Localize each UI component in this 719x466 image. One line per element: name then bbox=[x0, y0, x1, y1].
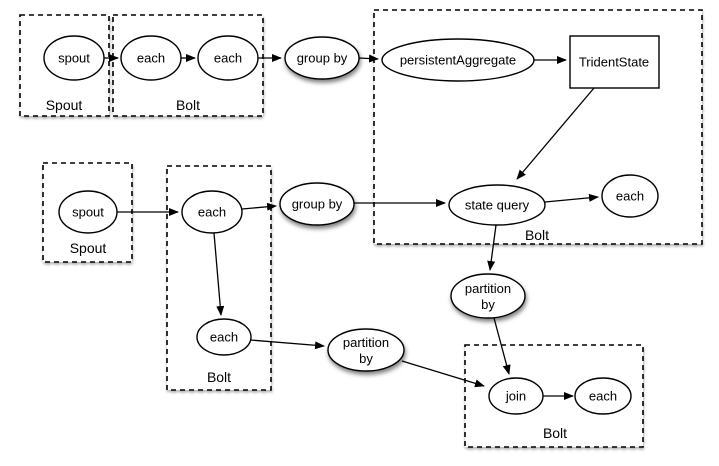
spout-1-label: spout bbox=[58, 51, 90, 66]
each-3-label: each bbox=[616, 189, 644, 204]
group-by-2-shape bbox=[279, 182, 355, 226]
each-4-shape bbox=[181, 190, 243, 234]
node-spout-2: spout bbox=[58, 190, 118, 234]
node-each-4: each bbox=[181, 190, 243, 234]
node-each-5: each bbox=[196, 318, 252, 356]
each-6-label: each bbox=[589, 389, 617, 404]
state-query-shape bbox=[448, 184, 546, 226]
edge-statequery-partitionby1 bbox=[487, 224, 497, 271]
group-by-2-label: group by bbox=[292, 197, 343, 212]
spout-group-2-label: Spout bbox=[70, 240, 107, 256]
each-1-shape bbox=[120, 35, 182, 81]
node-group-by-2: group by bbox=[279, 182, 355, 226]
each-5-shape bbox=[196, 318, 252, 356]
spout-1-shape bbox=[43, 35, 105, 81]
each-3-shape bbox=[601, 174, 659, 218]
node-state-query: state query bbox=[448, 184, 546, 226]
each-6-shape bbox=[574, 377, 632, 415]
group-by-1-shape bbox=[284, 36, 360, 80]
partition-by-2-label-line1: partition bbox=[343, 335, 389, 350]
partition-by-1-label-line2: by bbox=[481, 297, 495, 312]
partition-by-1-label-line1: partition bbox=[465, 281, 511, 296]
bolt-group-2-label: Bolt bbox=[525, 227, 549, 243]
trident-state-label: TridentState bbox=[579, 55, 649, 70]
persistent-aggregate-shape bbox=[381, 38, 535, 82]
edge-statequery-each3 bbox=[544, 193, 599, 203]
partition-by-2-label-line2: by bbox=[359, 351, 373, 366]
edge-groupby1-persistentaggregate bbox=[358, 54, 379, 63]
partition-by-2-shape bbox=[327, 328, 405, 372]
group-by-1-label: group by bbox=[297, 51, 348, 66]
node-partition-by-1: partition by bbox=[450, 273, 526, 319]
node-persistent-aggregate: persistentAggregate bbox=[381, 38, 535, 82]
persistent-aggregate-label: persistentAggregate bbox=[400, 53, 516, 68]
node-join: join bbox=[488, 377, 544, 415]
edge-each4-each5 bbox=[213, 232, 225, 316]
each-4-label: each bbox=[198, 205, 226, 220]
edge-partitionby1-join bbox=[493, 317, 511, 375]
bolt-group-1-label: Bolt bbox=[176, 97, 200, 113]
partition-by-1-shape bbox=[450, 273, 526, 319]
state-query-label: state query bbox=[465, 198, 530, 213]
bolt-group-4-label: Bolt bbox=[543, 425, 567, 441]
edge-each4-groupby2 bbox=[241, 202, 277, 211]
node-spout-1: spout bbox=[43, 35, 105, 81]
each-2-label: each bbox=[214, 51, 242, 66]
bolt-group-3-label: Bolt bbox=[207, 369, 231, 385]
node-group-by-1: group by bbox=[284, 36, 360, 80]
node-each-1: each bbox=[120, 35, 182, 81]
each-2-shape bbox=[197, 35, 259, 81]
node-each-3: each bbox=[601, 174, 659, 218]
each-1-label: each bbox=[137, 51, 165, 66]
spout-group-1-label: Spout bbox=[46, 97, 83, 113]
each-5-label: each bbox=[210, 330, 238, 345]
edge-each5-partitionby2 bbox=[249, 339, 325, 350]
node-each-6: each bbox=[574, 377, 632, 415]
spout-2-label: spout bbox=[72, 205, 104, 220]
edge-partitionby2-join bbox=[401, 360, 485, 388]
spout-2-shape bbox=[58, 190, 118, 234]
node-partition-by-2: partition by bbox=[327, 328, 405, 372]
node-each-2: each bbox=[197, 35, 259, 81]
edge-tridentstate-statequery bbox=[516, 87, 595, 180]
node-trident-state: TridentState bbox=[569, 35, 660, 89]
trident-state-shape bbox=[569, 35, 660, 89]
join-label: join bbox=[505, 389, 526, 404]
join-shape bbox=[488, 377, 544, 415]
